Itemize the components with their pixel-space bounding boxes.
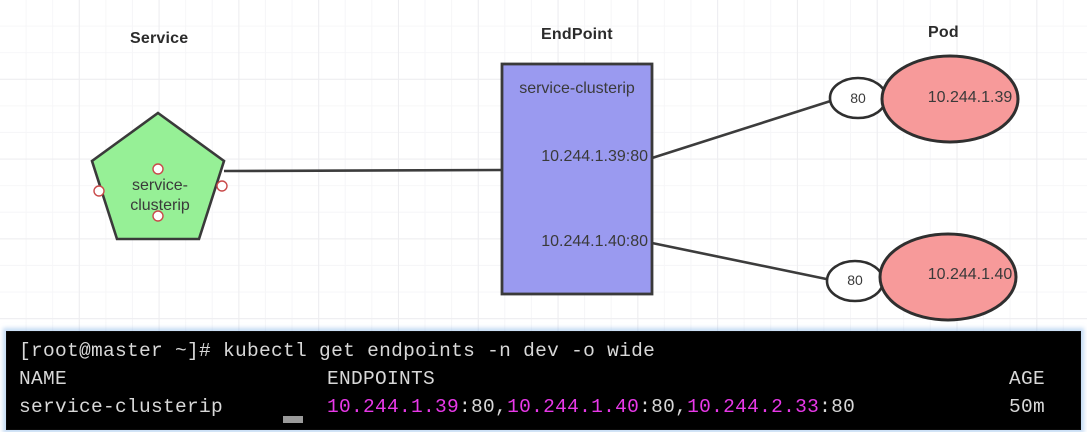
column-title-endpoint: EndPoint xyxy=(541,26,613,43)
terminal-endpoint-ip-2: 10.244.1.40 xyxy=(507,396,640,418)
endpoint-address-1: 10.244.1.39:80 xyxy=(541,148,648,165)
service-node-label-line2: clusterip xyxy=(130,197,190,214)
pod-2-ip-label: 10.244.1.40 xyxy=(927,266,1013,283)
connector-service-to-endpoint[interactable] xyxy=(223,168,503,173)
diagram-canvas[interactable]: Service EndPoint Pod service- clusterip … xyxy=(0,0,1087,336)
terminal-window[interactable]: [root@master ~]# kubectl get endpoints -… xyxy=(6,331,1081,430)
connector-endpoint-to-pod-2[interactable] xyxy=(651,241,837,283)
endpoint-address-2: 10.244.1.40:80 xyxy=(541,233,648,250)
terminal-cell-name: service-clusterip xyxy=(19,396,224,418)
terminal-endpoint-port-3: :80 xyxy=(819,396,856,418)
terminal-screen[interactable]: [root@master ~]# kubectl get endpoints -… xyxy=(6,331,1081,430)
service-handle-bottom[interactable] xyxy=(152,210,164,222)
pod-2-port-label: 80 xyxy=(847,272,863,288)
terminal-cell-age: 50m xyxy=(1009,396,1046,418)
endpoint-rectangle-shape[interactable] xyxy=(500,62,654,296)
pod-1-ip-label: 10.244.1.39 xyxy=(927,89,1013,106)
terminal-cell-endpoints: 10.244.1.39:80,10.244.1.40:80,10.244.2.3… xyxy=(327,397,1009,417)
terminal-header-row: NAME ENDPOINTS AGE xyxy=(19,369,1045,389)
pod-1-port-label: 80 xyxy=(850,90,866,106)
terminal-cursor xyxy=(283,416,303,423)
terminal-header-name: NAME xyxy=(19,368,68,390)
terminal-endpoint-ip-3: 10.244.2.33 xyxy=(687,396,820,418)
terminal-command-line: [root@master ~]# kubectl get endpoints -… xyxy=(19,341,655,361)
service-node-label-line1: service- xyxy=(131,177,188,194)
service-pentagon-shape[interactable] xyxy=(90,111,226,241)
terminal-prompt: [root@master ~]# xyxy=(19,340,224,362)
service-node-label: service- clusterip xyxy=(108,176,212,216)
terminal-endpoint-port-2: :80 xyxy=(639,396,676,418)
terminal-header-age: AGE xyxy=(1009,368,1046,390)
endpoint-node-name: service-clusterip xyxy=(519,80,635,97)
terminal-endpoint-sep-2: , xyxy=(675,396,688,418)
terminal-command: kubectl get endpoints -n dev -o wide xyxy=(223,340,656,362)
column-title-pod: Pod xyxy=(928,24,959,41)
diagram-shapes xyxy=(90,54,1020,322)
terminal-endpoint-sep-1: , xyxy=(495,396,508,418)
service-handle-top[interactable] xyxy=(152,163,164,175)
terminal-header-endpoints: ENDPOINTS xyxy=(327,368,436,390)
terminal-endpoint-port-1: :80 xyxy=(459,396,496,418)
connector-endpoint-to-pod-1[interactable] xyxy=(651,96,841,160)
service-handle-right[interactable] xyxy=(216,180,228,192)
column-title-service: Service xyxy=(130,30,189,47)
terminal-endpoint-ip-1: 10.244.1.39 xyxy=(327,396,460,418)
pod-1-ellipse-shape[interactable] xyxy=(880,54,1020,144)
service-handle-left[interactable] xyxy=(93,185,105,197)
pod-2-ellipse-shape[interactable] xyxy=(878,232,1018,322)
